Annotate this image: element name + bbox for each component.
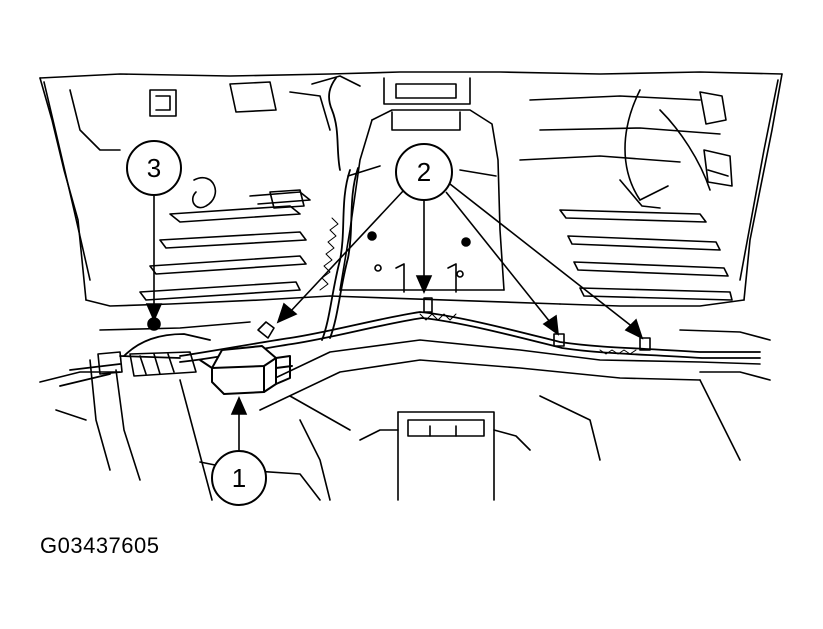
center-tunnel <box>329 77 561 305</box>
arrow-head-2c <box>542 314 559 336</box>
left-connector-block <box>97 317 197 377</box>
module-component <box>199 345 293 395</box>
figure-id-label: G03437605 <box>40 533 160 558</box>
console-box-lower <box>359 411 531 501</box>
wiring-harness <box>59 77 761 387</box>
callout-2: 2 <box>395 143 453 201</box>
left-seat-frame <box>55 359 321 501</box>
harness-wrap-texture <box>319 217 637 355</box>
arrow-head-2d <box>624 318 644 340</box>
harness-clips <box>257 297 651 351</box>
arrow-head-2b <box>415 275 433 294</box>
arrow-head-2a <box>276 302 298 324</box>
upper-left-details <box>69 75 361 209</box>
callout-1: 1 <box>211 450 267 506</box>
arrow-head-1 <box>230 396 248 415</box>
callout-leaders <box>145 183 644 450</box>
rear-cross-member <box>249 339 761 501</box>
floor-pan-outline <box>39 71 783 383</box>
callout-2-label: 2 <box>417 157 431 187</box>
floor-ribs-left <box>139 191 311 301</box>
callout-3: 3 <box>126 140 182 196</box>
upper-right-details <box>619 89 733 209</box>
arrow-head-3 <box>145 303 163 322</box>
callout-1-label: 1 <box>232 463 246 493</box>
callout-3-label: 3 <box>147 153 161 183</box>
floor-ribs-right <box>519 95 733 301</box>
